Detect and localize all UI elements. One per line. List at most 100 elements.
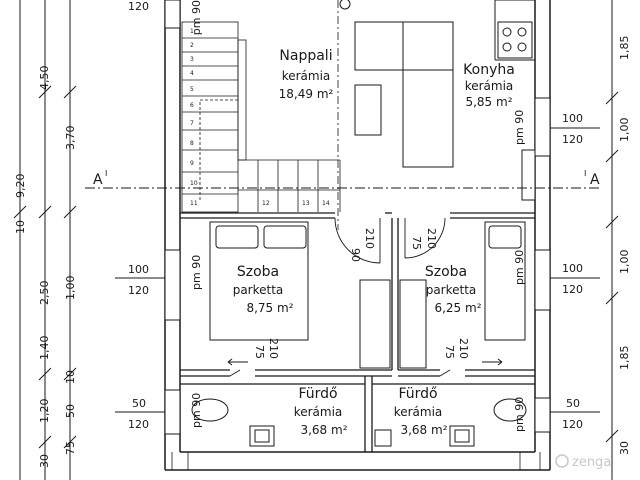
door-label: 210 <box>363 228 376 249</box>
room-bath-right-area: 3,68 m² <box>400 423 447 437</box>
beds <box>209 221 526 341</box>
watermark-logo-icon <box>555 454 569 468</box>
room-bedroom-right-label: Szoba parketta 6,25 m² <box>425 264 482 315</box>
section-marker-right: A <box>590 172 600 188</box>
room-kitchen-floor: kerámia <box>465 79 514 93</box>
dim-30: 30 <box>38 454 51 468</box>
right-dimension-line <box>605 0 619 480</box>
dim-right-1-00-a: 1,00 <box>618 118 631 143</box>
parapet-label: pm 90 <box>513 397 526 432</box>
parapet-label: pm 90 <box>190 255 203 290</box>
room-bath-left-area: 3,68 m² <box>300 423 347 437</box>
stair-step: 2 <box>190 42 194 49</box>
room-bath-left-name: Fürdő <box>298 386 337 402</box>
window-label: 120 <box>128 284 149 297</box>
stair-step: 12 <box>262 200 270 207</box>
bathroom-fixtures <box>191 398 527 447</box>
living-room-furniture <box>339 0 454 168</box>
room-bedroom-left-name: Szoba <box>237 264 279 280</box>
window-label: 100 <box>128 263 149 276</box>
window-label: 120 <box>562 418 583 431</box>
room-living-name: Nappali <box>279 48 332 64</box>
door-label: 75 <box>443 345 456 359</box>
window-label: 50 <box>132 397 146 410</box>
room-bath-left-floor: kerámia <box>294 405 343 419</box>
room-bedroom-left-area: 8,75 m² <box>246 301 293 315</box>
dim-3-70: 3,70 <box>64 126 77 151</box>
window-label: 50 <box>566 397 580 410</box>
door-arrows <box>227 358 503 366</box>
dim-right-30: 30 <box>618 441 631 455</box>
dim-right-1-85-top: 1,85 <box>618 36 631 61</box>
stair-step: 11 <box>190 200 198 207</box>
room-bedroom-right-name: Szoba <box>425 264 467 280</box>
stair-step: 9 <box>190 160 194 167</box>
room-bedroom-left-label: Szoba parketta 8,75 m² <box>233 264 294 315</box>
window-labels-left <box>115 277 165 413</box>
room-bedroom-right-floor: parketta <box>426 283 477 297</box>
door-label: 210 <box>457 338 470 359</box>
dim-75: 75 <box>64 441 77 455</box>
parapet-label: pm 90 <box>190 0 203 35</box>
window-labels-right <box>550 127 600 413</box>
room-kitchen-area: 5,85 m² <box>465 95 512 109</box>
door-label: 75 <box>410 236 423 250</box>
dim-outer-10: 10 <box>14 220 27 234</box>
parapet-label: pm 90 <box>513 250 526 285</box>
watermark-text: zenga <box>572 455 611 470</box>
room-bedroom-right-area: 6,25 m² <box>434 301 481 315</box>
wardrobes <box>359 279 427 369</box>
stair-step: 10 <box>190 180 198 187</box>
stair-step: 4 <box>190 70 194 77</box>
stair-step: 5 <box>190 86 194 93</box>
dim-4-50: 4,50 <box>38 66 51 91</box>
door-label: 210 <box>425 228 438 249</box>
interior-walls <box>180 212 535 452</box>
stair-step: 6 <box>190 102 194 109</box>
window-label: 120 <box>128 0 149 13</box>
window-label: 100 <box>562 112 583 125</box>
room-kitchen-name: Konyha <box>463 62 515 78</box>
bottom-wall-hatch <box>171 452 541 470</box>
room-bath-right-label: Fürdő kerámia 3,68 m² <box>394 386 448 437</box>
watermark: zenga <box>555 454 611 470</box>
room-bath-right-floor: kerámia <box>394 405 443 419</box>
dim-1-00: 1,00 <box>64 276 77 301</box>
room-living-floor: kerámia <box>282 69 331 83</box>
stair-step: 3 <box>190 56 194 63</box>
dim-1-20: 1,20 <box>38 399 51 424</box>
dim-2-50: 2,50 <box>38 281 51 306</box>
window-label: 120 <box>128 418 149 431</box>
dim-right-1-00-b: 1,00 <box>618 250 631 275</box>
room-kitchen-label: Konyha kerámia 5,85 m² <box>463 62 515 109</box>
dim-outer-total: 9,20 <box>14 174 27 199</box>
room-bath-right-name: Fürdő <box>398 386 437 402</box>
door-label: 75 <box>253 345 266 359</box>
window-label: 120 <box>562 133 583 146</box>
room-living-area: 18,49 m² <box>279 87 334 101</box>
stair-step: 14 <box>322 200 330 207</box>
section-marker-left: A <box>93 172 103 188</box>
dim-10: 10 <box>64 370 77 384</box>
doors <box>229 217 451 377</box>
staircase <box>181 21 341 213</box>
window-label: 100 <box>562 262 583 275</box>
parapet-label: pm 90 <box>513 110 526 145</box>
room-bedroom-left-floor: parketta <box>233 283 284 297</box>
door-label: 210 <box>267 338 280 359</box>
dim-1-40: 1,40 <box>38 336 51 361</box>
door-label: 90 <box>349 248 362 262</box>
room-bath-left-label: Fürdő kerámia 3,68 m² <box>294 386 348 437</box>
stair-step: 7 <box>190 120 194 127</box>
stair-step: 8 <box>190 140 194 147</box>
window-label: 120 <box>562 283 583 296</box>
parapet-label: pm 90 <box>190 393 203 428</box>
dim-right-1-85-bottom: 1,85 <box>618 346 631 371</box>
stair-step: 1 <box>190 28 194 35</box>
kitchen-counter <box>494 0 535 61</box>
section-marker-right-tick: I <box>584 169 586 178</box>
left-dimension-lines <box>13 0 77 480</box>
room-living-label: Nappali kerámia 18,49 m² <box>279 48 334 101</box>
dim-50: 50 <box>64 404 77 418</box>
